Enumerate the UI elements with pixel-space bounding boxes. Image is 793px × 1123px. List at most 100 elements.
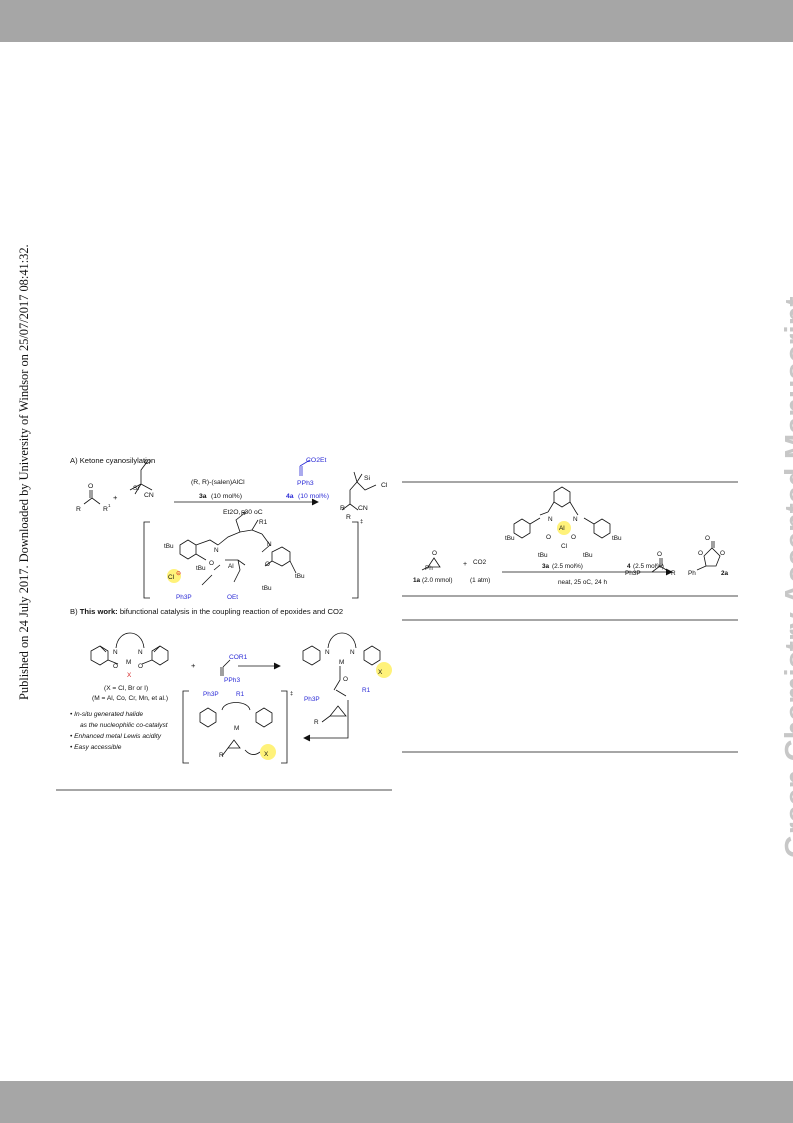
ylide-pph3: PPh3 [297,480,314,487]
r-ylide-ph3p: Ph3P [625,570,641,577]
cat-4a-label: 4a [286,493,294,500]
bottom-banner [0,1081,793,1123]
tmscn-si: Si [133,485,140,492]
r-1a-amount: (2.0 mmol) [422,577,453,584]
tmscn-cn: CN [144,492,154,499]
ts-a-tbu-3: tBu [295,573,305,580]
b-o1: O [113,663,118,670]
r-product-o-left: O [698,550,703,557]
ts-a-dagger: ‡ [360,519,363,525]
b-ts-r: R [219,752,224,759]
r-tbu-3: tBu [583,552,593,559]
ketone-r1: R [103,506,108,513]
r-product-label: 2a [721,570,729,577]
plus-a: + [113,493,118,502]
b-ylide-cor1: COR1 [229,654,248,661]
b-right-r1: R1 [362,687,371,694]
ts-a-o2: O [265,561,270,568]
ts-a-tbu-4: tBu [262,585,272,592]
r-conditions: neat, 25 oC, 24 h [558,579,607,586]
r-tbu-1: tBu [505,535,515,542]
product-r1: R [346,514,351,521]
b-n2: N [138,649,143,656]
b-right-m: M [339,659,344,666]
r-1a-ph: Ph [425,565,433,572]
r-n2: N [573,516,578,523]
conditions-a: Et2O, -30 oC [223,509,263,516]
x-definition: (X = Cl, Br or I) [104,685,148,692]
r-n1: N [548,516,553,523]
ts-a-ph3p: Ph3P [176,594,192,601]
bullet-3: • Easy accessible [70,744,122,751]
cat-3a-label: 3a [199,493,207,500]
b-ts-x: X [264,751,269,758]
r-1a-label: 1a [413,577,421,584]
r-product-o-right: O [720,550,725,557]
bullet-2: • Enhanced metal Lewis acidity [70,733,162,740]
product-si: Si [364,475,371,482]
ts-a-o1: O [209,560,214,567]
ketone-r: R [76,506,81,513]
ts-a-anion-charge: ⊖ [176,571,181,577]
ts-a-tbu-1: tBu [164,543,174,550]
r-tbu-2: tBu [538,552,548,559]
r-cocat-loading: (2.5 mol%) [633,563,664,570]
product-r: R [340,505,345,512]
b-m: M [126,659,131,666]
r-tbu-4: tBu [612,535,622,542]
b-right-x: X [378,669,383,676]
r-o2: O [571,534,576,541]
r-product-ph: Ph [688,570,696,577]
r-al: Al [559,525,565,532]
cat-4a-loading: (10 mol%) [298,493,329,500]
cat-3a-loading: (10 mol%) [211,493,242,500]
top-banner [0,0,793,42]
b-right-n2: N [350,649,355,656]
m-definition: (M = Al, Co, Cr, Mn, et al.) [92,695,168,702]
b-x: X [127,672,132,679]
r-cat-loading: (2.5 mol%) [552,563,583,570]
bullet-1-cont: as the nucleophilic co-catalyst [80,722,169,729]
b-ylide-pph3: PPh3 [224,677,240,684]
section-b-title: B) This work: bifunctional catalysis in … [70,607,343,616]
b-epoxide-r: R [314,719,319,726]
b-ts-ph3p: Ph3P [203,691,219,698]
b-ts-m: M [234,725,239,732]
r-cl: Cl [561,543,567,550]
ts-a-oet: OEt [227,594,238,601]
product-cn: CN [358,505,368,512]
b-ts-dagger: ‡ [290,691,293,697]
r-cocat-label: 4 [627,563,631,570]
ts-a-tbu-2: tBu [196,565,206,572]
r-cat-label: 3a [542,563,550,570]
ylide-co2et: CO2Et [306,457,327,464]
r-plus: + [463,561,467,568]
r-1atm: (1 atm) [470,577,490,584]
b-n1: N [113,649,118,656]
ketone-oxygen: O [88,483,93,490]
bullet-1: • In-situ generated halide [70,711,143,718]
ts-a-cl-anion: Cl [168,574,174,581]
ts-a-r: R [241,510,246,517]
r-o1: O [546,534,551,541]
r-product-o-top: O [705,535,710,542]
section-a-title: A) Ketone cyanosilylation [70,456,155,465]
ts-a-r1: R1 [259,519,268,526]
ts-a-n1: N [214,547,219,554]
r-ylide-o: O [657,551,662,558]
ketone-r1-sup: 1 [108,503,111,508]
tmscn-cl: Cl [144,459,151,466]
plus-b: + [191,661,196,670]
r-ylide-r: R [671,570,676,577]
r-co2: CO2 [473,559,487,566]
b-ts-r1: R1 [236,691,245,698]
b-right-n1: N [325,649,330,656]
r-1a-o: O [432,550,437,557]
ts-a-al: Al [228,563,234,570]
b-right-o: O [343,676,348,683]
ts-a-n2: N [267,541,272,548]
catalyst-prefix: (R, R)-(salen)AlCl [191,479,245,486]
b-right-ph3p: Ph3P [304,696,320,703]
